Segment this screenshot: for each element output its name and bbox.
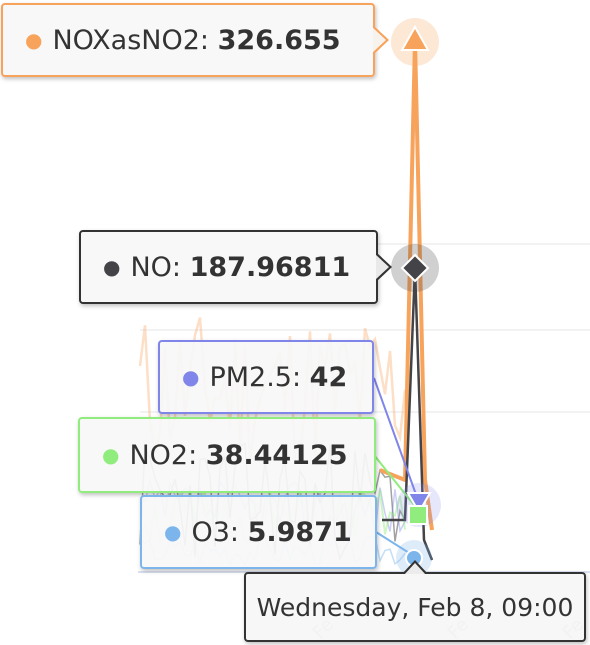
tooltip-o3: ● O3: 5.9871 — [140, 495, 377, 569]
tooltip-noxasno2: ● NOXasNO2: 326.655 — [1, 3, 389, 77]
o3-colon: : — [229, 516, 248, 548]
pm25-value: 42 — [309, 361, 348, 393]
tooltip-no: ● NO: 187.96811 — [79, 230, 392, 304]
tooltip-timestamp: Wednesday, Feb 8, 09:00 — [244, 560, 586, 642]
tooltip-pointer-inner — [404, 563, 426, 575]
pm25-connector — [373, 377, 419, 501]
no-legend-dot: ● — [103, 255, 121, 279]
no-marker — [400, 253, 430, 283]
tooltip-pm25: ● PM2.5: 42 — [158, 340, 374, 414]
tooltip-pointer-inner — [375, 254, 389, 280]
no2-colon: : — [188, 439, 206, 471]
o3-legend-dot: ● — [164, 520, 182, 544]
noxasno2-legend-dot: ● — [25, 28, 43, 52]
noxasno2-marker — [400, 24, 430, 51]
no-value: 187.96811 — [189, 251, 351, 283]
pm25-legend-dot: ● — [182, 365, 200, 389]
no2-legend-dot: ● — [102, 443, 120, 467]
o3-series-name: O3 — [191, 516, 230, 548]
noxasno2-colon: : — [199, 24, 218, 56]
noxasno2-series-name: NOXasNO2 — [52, 24, 200, 56]
noxasno2-value: 326.655 — [217, 24, 341, 56]
tooltip-pointer-inner — [372, 27, 386, 53]
pm25-marker — [406, 492, 432, 514]
no-series-name: NO — [130, 251, 172, 283]
tooltip-no2: ● NO2: 38.44125 — [78, 417, 376, 493]
hovered-time-label: Wednesday, Feb 8, 09:00 — [256, 592, 574, 622]
no2-series-name: NO2 — [129, 439, 189, 471]
o3-value: 5.9871 — [247, 516, 352, 548]
no-colon: : — [171, 251, 190, 283]
no2-value: 38.44125 — [205, 439, 348, 471]
pm25-colon: : — [291, 361, 310, 393]
pm25-series-name: PM2.5 — [209, 361, 292, 393]
no2-marker — [408, 505, 428, 525]
no2-connector — [373, 454, 419, 511]
